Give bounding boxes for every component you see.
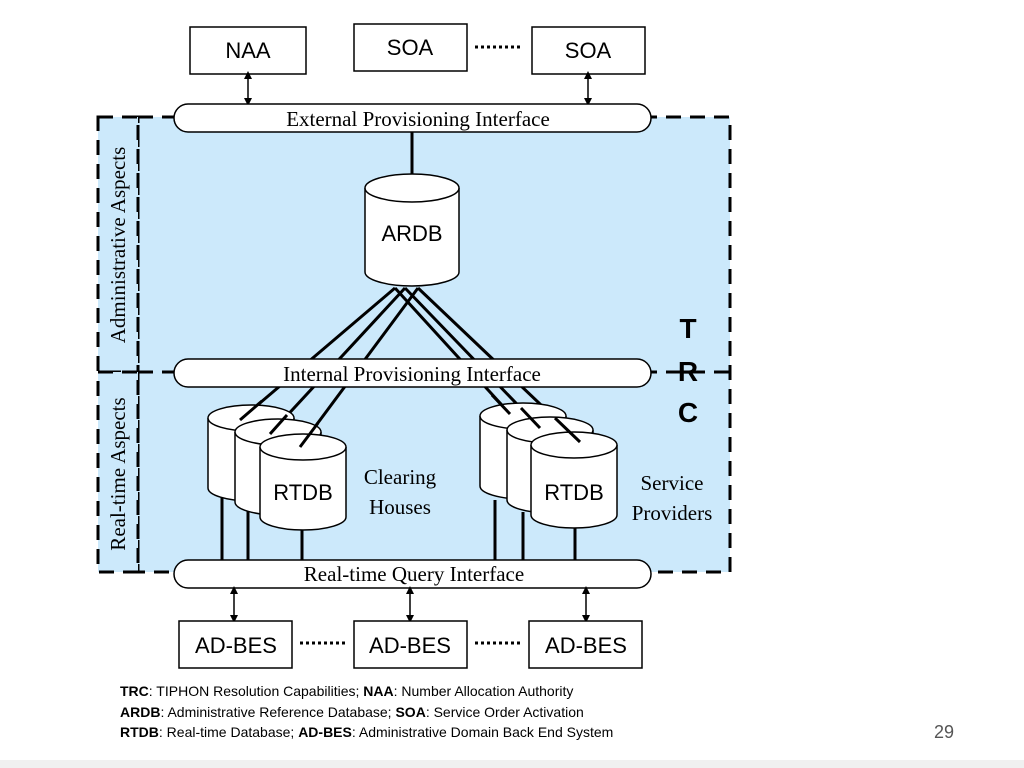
adbes-label-3: AD-BES [545, 633, 627, 658]
rtdb-to-query-lines [220, 498, 577, 562]
legend-def: : Number Allocation Authority [393, 683, 574, 699]
legend-line-1: TRC: TIPHON Resolution Capabilities; NAA… [120, 681, 613, 702]
legend-term: AD-BES [298, 724, 352, 740]
realtime-aspects-label: Real-time Aspects [106, 397, 130, 550]
legend-term: NAA [363, 683, 394, 699]
adbes-box-1 [178, 620, 293, 669]
fanout-line-ends [239, 393, 582, 448]
realtime-aspects-box [96, 370, 140, 574]
soa-label-1: SOA [387, 35, 434, 60]
legend: TRC: TIPHON Resolution Capabilities; NAA… [120, 681, 613, 743]
legend-def: : Administrative Reference Database; [160, 703, 396, 720]
adbes-label-2: AD-BES [369, 633, 451, 658]
clearing-houses-label-2: Houses [369, 495, 431, 519]
service-providers-label-1: Service [641, 471, 704, 495]
ardb-cylinder [364, 173, 460, 287]
trc-letter-t: T [679, 313, 696, 344]
naa-box [189, 26, 307, 75]
footer-bar [0, 760, 1024, 768]
rtdb-stack-right [479, 402, 618, 529]
external-interface-label: External Provisioning Interface [286, 107, 550, 131]
external-provisioning-interface [173, 103, 652, 133]
legend-term: ARDB [120, 703, 161, 720]
realtime-interface-label: Real-time Query Interface [304, 562, 524, 586]
clearing-houses-label-1: Clearing [364, 465, 437, 489]
legend-def: : Service Order Activation [425, 703, 584, 720]
internal-interface-label: Internal Provisioning Interface [283, 362, 541, 386]
adbes-label-1: AD-BES [195, 633, 277, 658]
rtdb-right-label: RTDB [544, 480, 604, 505]
legend-def: : Administrative Domain Back End System [351, 724, 614, 740]
trc-letter-c: C [678, 397, 698, 428]
admin-aspects-box [96, 115, 140, 374]
legend-term: RTDB [120, 724, 159, 740]
legend-line-2: ARDB: Administrative Reference Database;… [120, 702, 613, 723]
legend-term: SOA [395, 703, 426, 720]
adbes-box-3 [528, 620, 643, 669]
service-providers-label-2: Providers [632, 501, 713, 525]
legend-line-3: RTDB: Real-time Database; AD-BES: Admini… [120, 722, 613, 743]
ardb-label: ARDB [381, 221, 442, 246]
rtdb-stack-left [207, 404, 347, 531]
internal-provisioning-interface [173, 358, 652, 388]
soa-label-2: SOA [565, 38, 612, 63]
soa-box-1 [353, 23, 468, 72]
naa-label: NAA [225, 38, 271, 63]
adbes-box-2 [353, 620, 468, 669]
legend-def: : Real-time Database; [158, 724, 299, 740]
trc-letter-r: R [678, 356, 698, 387]
legend-term: TRC [120, 683, 149, 699]
page-number: 29 [934, 722, 955, 742]
legend-def: : TIPHON Resolution Capabilities; [148, 683, 364, 699]
admin-aspects-label: Administrative Aspects [106, 147, 130, 344]
rtdb-left-label: RTDB [273, 480, 333, 505]
